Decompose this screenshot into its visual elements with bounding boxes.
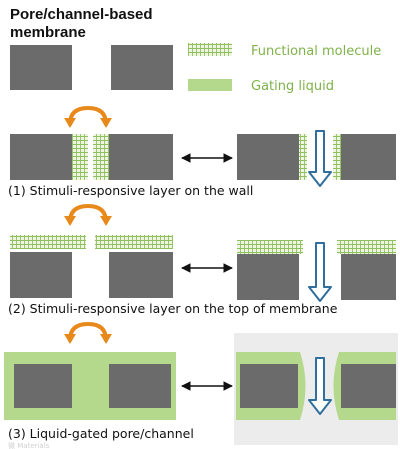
title-line-1: Pore/channel-based — [10, 6, 153, 23]
row2-left-block-a — [10, 252, 72, 298]
row1-right-block-a — [109, 134, 173, 180]
stimulus-arrow-1 — [68, 105, 108, 126]
caption-row-2: (2) Stimuli-responsive layer on the top … — [8, 301, 338, 316]
row2-flow-arrow — [308, 242, 332, 302]
row3-right-block-a — [109, 364, 171, 408]
stimulus-arrowhead-2b — [100, 216, 112, 226]
watermark: 微 Materials — [8, 441, 50, 449]
row3-left-block-b — [240, 364, 298, 408]
row1-functional-wall-left — [72, 134, 88, 180]
row1-functional-wall-right — [93, 134, 109, 180]
legend-functional-swatch — [188, 43, 232, 56]
row3-flow-arrow — [308, 357, 332, 415]
stimulus-arrowhead-2a — [64, 216, 76, 226]
row1-left-block-a — [10, 134, 72, 180]
caption-row-1: (1) Stimuli-responsive layer on the wall — [8, 183, 253, 198]
row3-left-block-a — [14, 364, 72, 408]
stimulus-arrowhead-1a — [64, 118, 76, 128]
row1-right-block-b — [341, 134, 396, 180]
legend-gating-swatch — [188, 79, 232, 91]
row2-right-block-a — [109, 252, 173, 298]
row3-right-block-b — [341, 364, 396, 408]
row2-functional-top-right — [95, 235, 173, 249]
caption-row-3: (3) Liquid-gated pore/channel — [8, 426, 194, 441]
row1-functional-wall-right-b — [333, 134, 341, 180]
row2-functional-top-right-b — [337, 240, 396, 254]
row2-functional-top-left-b — [237, 240, 303, 254]
row1-functional-wall-left-b — [299, 134, 307, 180]
plain-membrane-right-block — [111, 45, 173, 90]
legend-gating-label: Gating liquid — [251, 79, 334, 94]
row1-left-block-b — [237, 134, 299, 180]
stimulus-arrowhead-3b — [100, 334, 112, 344]
row1-flow-arrow — [308, 130, 332, 187]
stimulus-arrow-2 — [68, 203, 108, 224]
row2-left-block-b — [237, 254, 299, 300]
stimulus-arrowhead-1b — [100, 118, 112, 128]
row2-functional-top-left — [10, 235, 86, 249]
title-line-2: membrane — [10, 24, 86, 41]
row2-right-block-b — [341, 254, 396, 300]
stimulus-arrowhead-3a — [64, 334, 76, 344]
stimulus-arrow-3 — [68, 321, 108, 342]
legend-functional-label: Functional molecule — [251, 44, 381, 59]
plain-membrane-left-block — [10, 45, 72, 90]
